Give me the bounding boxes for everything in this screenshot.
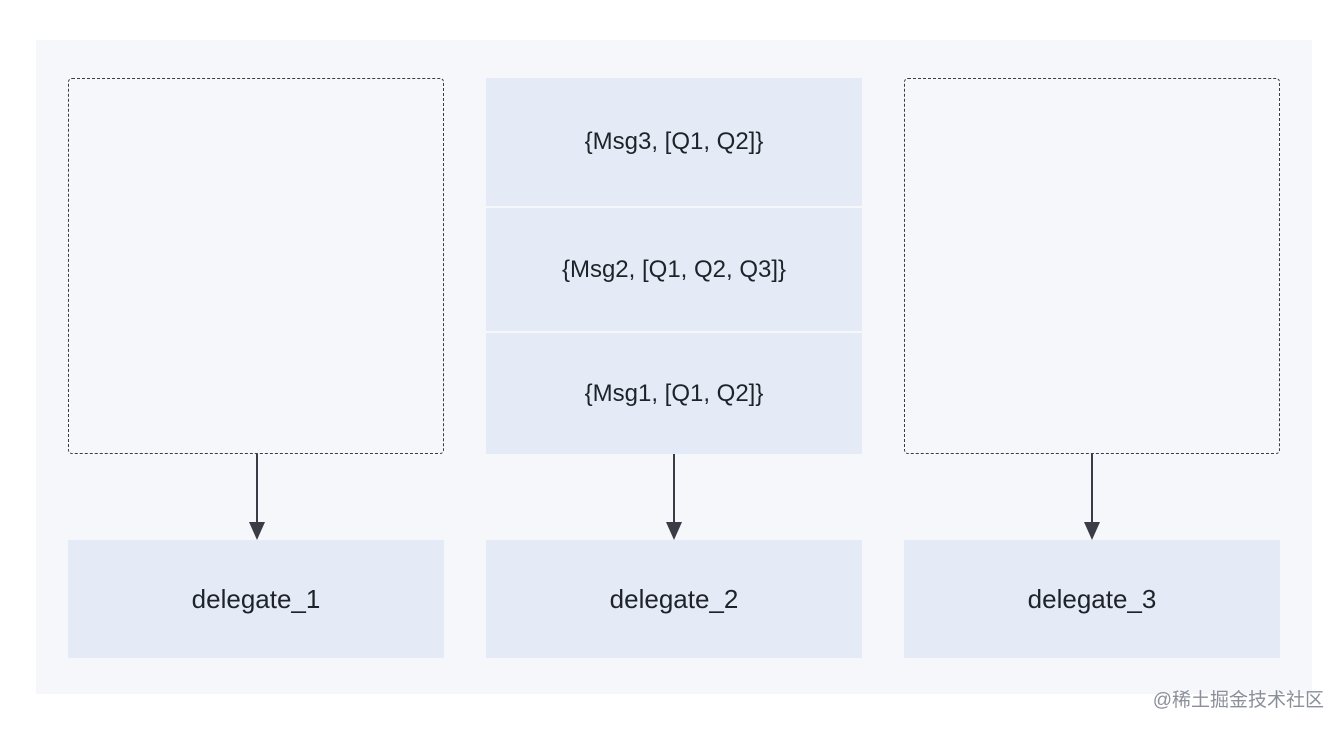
queue-box-3-empty xyxy=(904,78,1280,454)
queue-message-msg3: {Msg3, [Q1, Q2]} xyxy=(486,78,862,206)
watermark: @稀土掘金技术社区 xyxy=(1152,690,1324,711)
arrow-to-delegate-1 xyxy=(249,454,265,540)
queue-message-msg2: {Msg2, [Q1, Q2, Q3]} xyxy=(486,208,862,331)
delegate-box-2: delegate_2 xyxy=(486,540,862,658)
delegate-box-1: delegate_1 xyxy=(68,540,444,658)
queue-message-msg1: {Msg1, [Q1, Q2]} xyxy=(486,333,862,454)
arrow-to-delegate-3 xyxy=(1084,454,1100,540)
arrow-to-delegate-2 xyxy=(666,454,682,540)
queue-box-1-empty xyxy=(68,78,444,454)
delegate-box-3: delegate_3 xyxy=(904,540,1280,658)
